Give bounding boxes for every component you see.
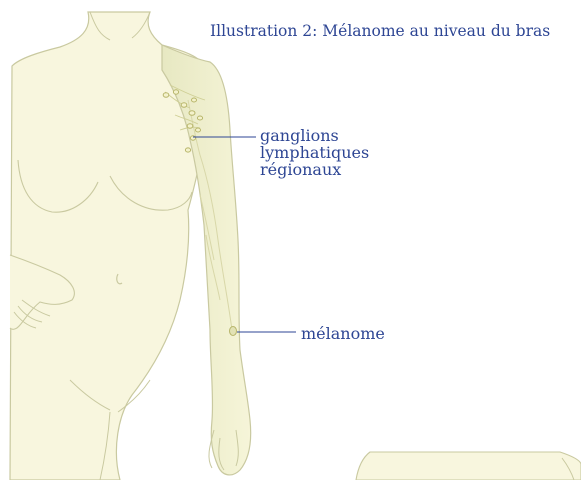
lymph-label-line-3: régionaux [260,161,369,178]
second-figure-partial [356,452,581,480]
lymph-node [189,111,195,116]
lymph-node [197,116,202,120]
lymph-node [190,136,195,140]
lymph-label-line-2: lymphatiques [260,144,369,161]
lymph-node [192,98,197,102]
lymph-node [163,93,169,97]
lymph-node [185,148,190,152]
lymph-node [196,128,201,132]
lymph-label-line-1: ganglions [260,127,369,144]
lymph-nodes-label: ganglions lymphatiques régionaux [260,127,369,178]
lymph-node [181,103,187,107]
figure-caption: Illustration 2: Mélanome au niveau du br… [210,23,550,40]
melanoma-lesion [230,327,237,336]
lymph-node [187,124,193,128]
lymph-node [173,90,178,94]
melanoma-label: mélanome [301,325,385,342]
